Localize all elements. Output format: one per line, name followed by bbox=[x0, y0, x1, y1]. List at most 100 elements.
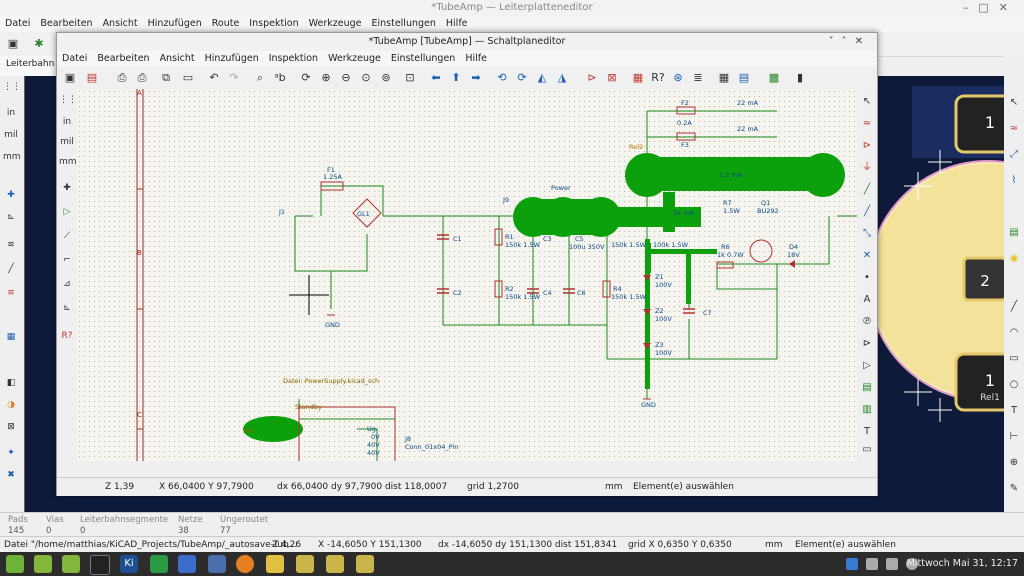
app-3-icon[interactable] bbox=[356, 555, 374, 573]
sch-grid-toggle-icon[interactable]: ⋮⋮ bbox=[59, 95, 77, 105]
sch-select-icon[interactable]: ↖ bbox=[862, 96, 872, 107]
open-pcb-icon[interactable]: ▩ bbox=[768, 71, 780, 84]
line-mode-free-icon[interactable]: ⟋ bbox=[63, 231, 71, 241]
route-diff-icon[interactable]: ⤢ bbox=[1010, 149, 1018, 160]
bom-icon[interactable]: ▦ bbox=[718, 71, 730, 84]
pcb-pad-1-top[interactable] bbox=[954, 94, 1004, 154]
pcb-menu-bearbeiten[interactable]: Bearbeiten bbox=[40, 18, 93, 29]
no-connect-icon[interactable]: ✕ bbox=[862, 250, 872, 261]
grid-toggle-icon[interactable]: ⋮⋮ bbox=[3, 82, 21, 92]
set-origin-icon[interactable]: ⊕ bbox=[1009, 457, 1019, 468]
redo-icon[interactable]: ↷ bbox=[229, 71, 239, 84]
pcb-calculator-icon[interactable] bbox=[266, 555, 284, 573]
import-sheet-pin-icon[interactable]: ▥ bbox=[862, 404, 872, 415]
mirror-v-icon[interactable]: ◭ bbox=[537, 71, 547, 84]
pcb-unit-mil[interactable]: mil bbox=[4, 130, 18, 140]
resistor-r1[interactable] bbox=[494, 228, 503, 246]
pcb-menu-werkzeuge[interactable]: Werkzeuge bbox=[308, 18, 362, 29]
draw-rect-icon[interactable]: ▭ bbox=[1009, 353, 1019, 364]
pcb-unit-in[interactable]: in bbox=[6, 108, 16, 118]
pcb-local-ratsnest-icon[interactable]: ⊠ bbox=[7, 422, 15, 432]
sch-unit-mm[interactable]: mm bbox=[59, 157, 77, 167]
add-wire-bus-entry-icon[interactable]: ⤡ bbox=[863, 228, 871, 239]
sch-menu-datei[interactable]: Datei bbox=[62, 53, 88, 64]
paste-icon[interactable]: ▭ bbox=[182, 71, 194, 84]
app-1-icon[interactable] bbox=[296, 555, 314, 573]
layer-display-icon[interactable]: ▦ bbox=[6, 332, 16, 342]
add-wire-icon[interactable]: ╱ bbox=[863, 184, 871, 195]
resistor-r4[interactable] bbox=[602, 280, 611, 298]
cursor-icon[interactable]: ✚ bbox=[7, 190, 15, 200]
shield-icon[interactable] bbox=[846, 558, 858, 570]
mail-icon[interactable] bbox=[208, 555, 226, 573]
ratsnest-icon[interactable]: ≋ bbox=[7, 240, 15, 250]
zoom-fit-icon[interactable]: ⊙ bbox=[361, 71, 371, 84]
pcb-window-controls[interactable]: –□✕ bbox=[962, 1, 1018, 14]
draw-circle-icon[interactable]: ○ bbox=[1009, 379, 1019, 390]
page-settings-icon[interactable]: ▤ bbox=[86, 71, 98, 84]
tools-icon[interactable]: ✖ bbox=[7, 470, 15, 480]
add-junction-icon[interactable]: • bbox=[864, 272, 870, 283]
nav-forward-icon[interactable]: ➡ bbox=[471, 71, 481, 84]
sch-cursor-icon[interactable]: ✚ bbox=[63, 183, 71, 193]
sch-annotate-icon[interactable]: R? bbox=[61, 331, 73, 341]
resistor-r2[interactable] bbox=[494, 280, 503, 298]
zoom-in-icon[interactable]: ⊕ bbox=[321, 71, 331, 84]
line-mode-45-icon[interactable]: ⊿ bbox=[63, 279, 71, 289]
sch-menu-hilfe[interactable]: Hilfe bbox=[465, 53, 487, 64]
clock[interactable]: Mittwoch Mai 31, 12:17 bbox=[906, 558, 1018, 569]
add-zone-icon[interactable]: ▤ bbox=[1009, 227, 1019, 238]
sch-menu-werkzeuge[interactable]: Werkzeuge bbox=[328, 53, 381, 64]
mirror-h-icon[interactable]: ◮ bbox=[557, 71, 567, 84]
footprint-editor-icon[interactable]: ▦ bbox=[632, 71, 644, 84]
add-textbox-icon[interactable]: ▭ bbox=[862, 444, 872, 455]
zoom-objects-icon[interactable]: ⊚ bbox=[381, 71, 391, 84]
pcb-pad-2[interactable] bbox=[962, 256, 1004, 302]
add-label-icon[interactable]: A bbox=[863, 294, 871, 305]
sch-window-controls[interactable]: ˅˄✕ bbox=[828, 36, 871, 47]
files-icon[interactable] bbox=[34, 555, 52, 573]
sch-unit-in[interactable]: in bbox=[62, 117, 72, 127]
add-via-icon[interactable]: ◉ bbox=[1009, 253, 1019, 264]
folder-icon[interactable] bbox=[62, 555, 80, 573]
inspect-icon[interactable]: ✦ bbox=[7, 448, 15, 458]
undo-icon[interactable]: ↶ bbox=[209, 71, 219, 84]
add-sheet-icon[interactable]: ▤ bbox=[862, 382, 872, 393]
pcb-menu-route[interactable]: Route bbox=[211, 18, 240, 29]
document-icon[interactable] bbox=[178, 555, 196, 573]
assign-footprints-icon[interactable]: ▤ bbox=[738, 71, 750, 84]
sch-menu-inspektion[interactable]: Inspektion bbox=[268, 53, 319, 64]
zoom-out-icon[interactable]: ⊖ bbox=[341, 71, 351, 84]
save-icon[interactable]: ▣ bbox=[7, 37, 19, 50]
fuse-f2[interactable] bbox=[676, 106, 696, 115]
tab-leiterbahn[interactable]: Leiterbahn bbox=[6, 59, 55, 69]
add-net-class-icon[interactable]: ℗ bbox=[862, 316, 872, 327]
resistor-r6[interactable] bbox=[716, 261, 734, 269]
bridge-gl1[interactable] bbox=[352, 198, 382, 228]
zone-display-icon[interactable]: ≡ bbox=[7, 288, 15, 298]
pcb-select-icon[interactable]: ↖ bbox=[1009, 97, 1019, 108]
network-icon[interactable] bbox=[866, 558, 878, 570]
sch-menu-bearbeiten[interactable]: Bearbeiten bbox=[97, 53, 150, 64]
add-text-tool-icon[interactable]: T bbox=[863, 426, 871, 437]
pcb-unit-mm[interactable]: mm bbox=[3, 152, 21, 162]
draw-line-icon[interactable]: ╱ bbox=[1010, 301, 1018, 312]
add-bus-icon[interactable]: ╱ bbox=[863, 206, 871, 217]
sch-menu-hinzufuegen[interactable]: Hinzufügen bbox=[204, 53, 259, 64]
rotate-cw-icon[interactable]: ⟳ bbox=[517, 71, 527, 84]
highlight-net-icon[interactable]: ◧ bbox=[6, 378, 16, 388]
nav-up-icon[interactable]: ⬆ bbox=[451, 71, 461, 84]
fuse-f3[interactable] bbox=[676, 132, 696, 141]
pcb-menu-hilfe[interactable]: Hilfe bbox=[445, 18, 468, 29]
add-global-label-icon[interactable]: ⊳ bbox=[862, 338, 872, 349]
add-symbol-icon[interactable]: ⊳ bbox=[862, 140, 872, 151]
pcb-menu-datei[interactable]: Datei bbox=[5, 18, 31, 29]
sch-menu-einstellungen[interactable]: Einstellungen bbox=[390, 53, 456, 64]
scripting-console-icon[interactable]: ▮ bbox=[796, 71, 804, 84]
pcb-menu-hinzufuegen[interactable]: Hinzufügen bbox=[147, 18, 202, 29]
sch-menu-ansicht[interactable]: Ansicht bbox=[159, 53, 195, 64]
print-icon[interactable]: ⎙ bbox=[117, 71, 127, 84]
pcb-menu-ansicht[interactable]: Ansicht bbox=[102, 18, 138, 29]
find-icon[interactable]: ⌕ bbox=[256, 71, 264, 84]
symbol-browser-icon[interactable]: ⊠ bbox=[607, 71, 617, 84]
